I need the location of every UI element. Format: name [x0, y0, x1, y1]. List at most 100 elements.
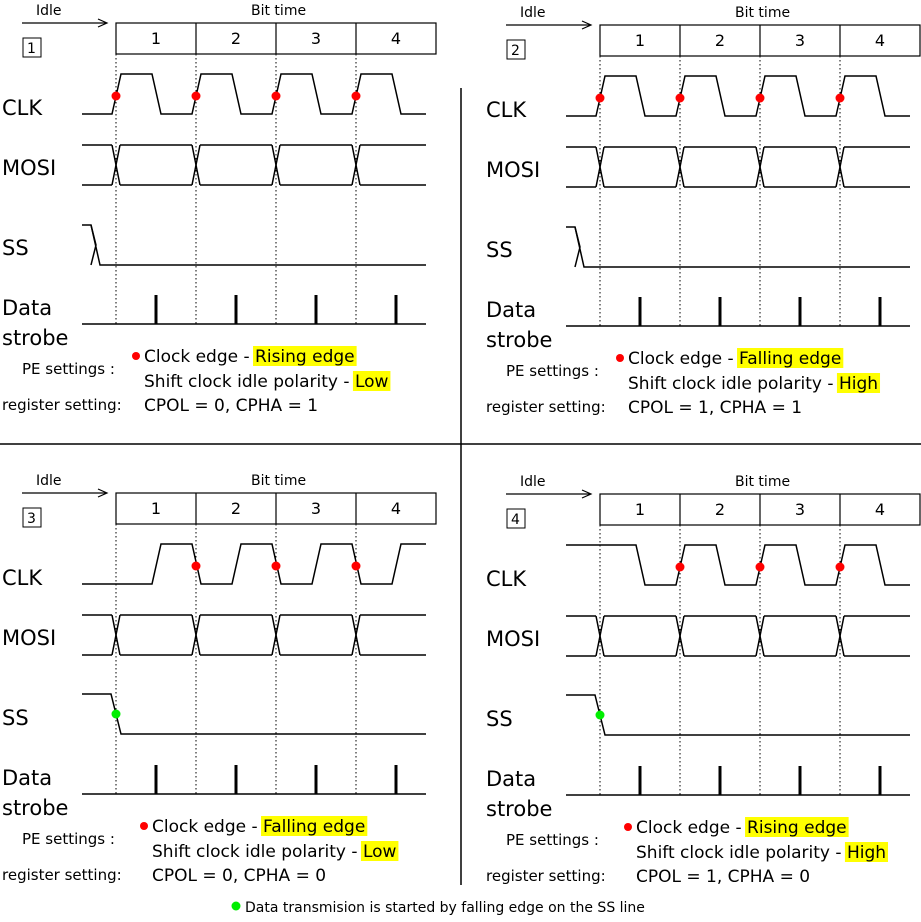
register-setting-label: register setting:	[2, 866, 122, 884]
clock-edge-text: Clock edge - Falling edge	[152, 817, 365, 837]
signal-label-data: Data	[486, 767, 536, 791]
panel-number-box	[506, 508, 526, 529]
clock-edge-highlight	[737, 348, 844, 368]
signal-label-strobe: strobe	[486, 797, 552, 821]
signal-label-strobe: strobe	[2, 326, 68, 350]
ss-waveform	[566, 694, 910, 736]
ss-waveform	[82, 224, 426, 266]
signal-label-data: Data	[2, 296, 52, 320]
signal-label-clk: CLK	[486, 567, 527, 591]
signal-label-clk: CLK	[2, 566, 43, 590]
idle-label: Idle	[520, 474, 546, 490]
clock-edge-marker	[755, 562, 765, 572]
idle-arrowhead	[97, 18, 109, 28]
bit-label-4: 4	[391, 29, 401, 48]
bit-label-1: 1	[151, 499, 161, 518]
clock-edge-marker	[755, 93, 765, 103]
clock-edge-marker	[595, 93, 605, 103]
clock-edge-marker	[675, 93, 685, 103]
signal-label-mosi: MOSI	[2, 156, 56, 180]
bit-label-3: 3	[795, 500, 805, 519]
signal-label-clk: CLK	[2, 96, 43, 120]
signal-label-strobe: strobe	[486, 328, 552, 352]
panel-number: 3	[27, 511, 36, 527]
register-value: CPOL = 1, CPHA = 1	[628, 398, 802, 418]
bit-label-2: 2	[715, 500, 725, 519]
signal-label-mosi: MOSI	[486, 627, 540, 651]
bit-label-4: 4	[875, 500, 885, 519]
panel-number-box	[22, 507, 42, 528]
idle-polarity-text: Shift clock idle polarity - Low	[144, 372, 389, 392]
clock-edge-marker	[271, 561, 281, 571]
clock-edge-text: Clock edge - Rising edge	[636, 818, 847, 838]
register-value: CPOL = 1, CPHA = 0	[636, 867, 810, 887]
idle-polarity-text: Shift clock idle polarity - Low	[152, 842, 397, 862]
bit-time-label: Bit time	[251, 3, 306, 19]
clock-edge-text: Clock edge - Falling edge	[628, 349, 841, 369]
signal-label-mosi: MOSI	[2, 626, 56, 650]
bit-label-4: 4	[875, 31, 885, 50]
clock-edge-highlight	[253, 346, 357, 366]
clock-edge-text: Clock edge - Rising edge	[144, 347, 355, 367]
register-setting-label: register setting:	[2, 396, 122, 414]
clock-edge-highlight	[745, 817, 849, 837]
signal-label-data: Data	[486, 298, 536, 322]
signal-label-clk: CLK	[486, 98, 527, 122]
panel-number-box	[22, 37, 42, 58]
pe-settings-label: PE settings :	[22, 830, 115, 848]
idle-label: Idle	[36, 3, 62, 19]
idle-polarity-highlight	[352, 371, 391, 391]
clk-waveform	[82, 73, 426, 115]
bit-time-label: Bit time	[735, 474, 790, 490]
register-value: CPOL = 0, CPHA = 1	[144, 396, 318, 416]
idle-arrowhead	[97, 488, 109, 498]
signal-label-mosi: MOSI	[486, 158, 540, 182]
clock-edge-marker	[271, 91, 281, 101]
signal-label-ss: SS	[486, 707, 513, 731]
bit-label-4: 4	[391, 499, 401, 518]
signal-label-data: Data	[2, 766, 52, 790]
pe-settings-label: PE settings :	[506, 831, 599, 849]
idle-polarity-highlight	[836, 373, 881, 393]
pe-edge-marker	[140, 822, 148, 830]
bit-label-2: 2	[231, 29, 241, 48]
clk-waveform	[566, 75, 910, 117]
ss-edge	[574, 226, 581, 268]
bit-label-2: 2	[715, 31, 725, 50]
idle-polarity-highlight	[360, 841, 399, 861]
clock-edge-marker	[191, 561, 201, 571]
bit-label-1: 1	[635, 500, 645, 519]
clock-edge-marker	[351, 91, 361, 101]
pe-settings-label: PE settings :	[506, 362, 599, 380]
signal-label-ss: SS	[2, 236, 29, 260]
ss-waveform	[566, 226, 910, 268]
clk-waveform	[82, 543, 426, 585]
pe-edge-marker	[616, 354, 624, 362]
signal-label-strobe: strobe	[2, 796, 68, 820]
ss-waveform	[82, 693, 426, 735]
footer-ss-marker	[231, 901, 241, 911]
pe-settings-label: PE settings :	[22, 360, 115, 378]
bit-label-1: 1	[635, 31, 645, 50]
register-value: CPOL = 0, CPHA = 0	[152, 866, 326, 886]
idle-polarity-highlight	[844, 842, 889, 862]
ss-edge	[90, 224, 97, 266]
ss-start-marker	[111, 709, 121, 719]
idle-label: Idle	[36, 473, 62, 489]
idle-arrowhead	[581, 489, 593, 499]
signal-label-ss: SS	[2, 706, 29, 730]
mosi-waveform	[566, 615, 910, 657]
clock-edge-marker	[835, 562, 845, 572]
clock-edge-marker	[111, 91, 121, 101]
clock-edge-marker	[191, 91, 201, 101]
bit-time-label: Bit time	[251, 473, 306, 489]
register-setting-label: register setting:	[486, 867, 606, 885]
clock-edge-marker	[351, 561, 361, 571]
mosi-waveform	[82, 614, 426, 656]
bit-label-1: 1	[151, 29, 161, 48]
